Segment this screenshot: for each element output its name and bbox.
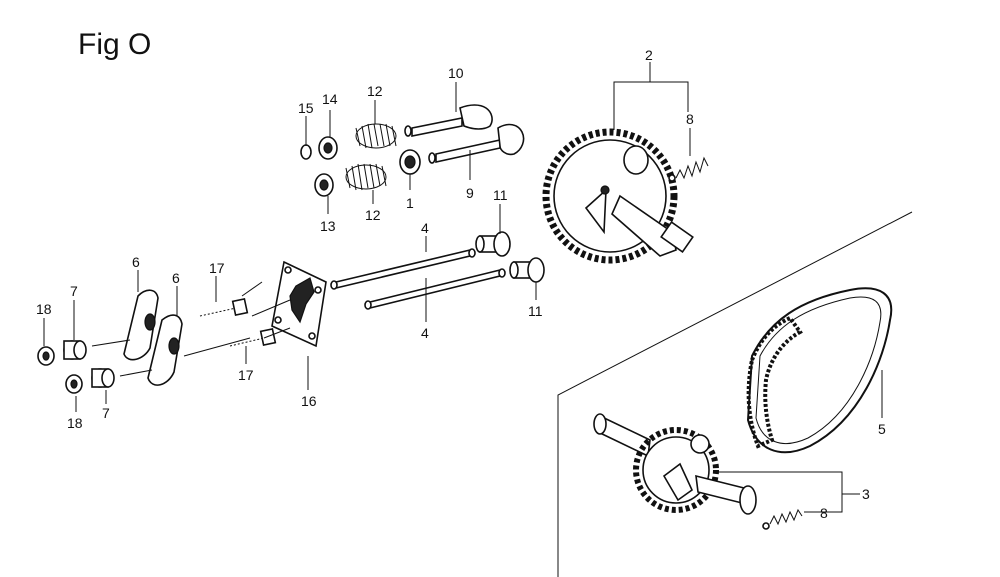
spring-retainer-14 [318,136,338,160]
callout-4-upper: 4 [421,220,429,236]
callout-10: 10 [448,65,464,81]
callout-4-lower: 4 [421,325,429,341]
rocker-arm-upper [123,289,159,361]
cam-chain [746,287,893,454]
valve-spring-lower [345,163,387,191]
camshaft-gear [542,128,694,264]
callout-17-lower: 17 [238,367,254,383]
callout-16: 16 [301,393,317,409]
callout-5: 5 [878,421,886,437]
nut-upper [37,346,55,366]
decompressor-spring-upper [668,156,709,182]
figure-title: Fig O [78,28,152,61]
decompressor-spring-lower [762,508,803,530]
callout-6-lower: 6 [172,270,180,286]
spring-retainer-13 [314,173,334,197]
callout-7-lower: 7 [102,405,110,421]
callout-13: 13 [320,218,336,234]
valve-spring-upper [355,123,397,149]
rocker-pivot-upper [63,340,87,360]
callout-12-lower: 12 [365,207,381,223]
nut-lower [65,374,83,394]
push-rod-upper [330,248,476,290]
rocker-pivot-lower [91,368,115,388]
callout-12-upper: 12 [367,83,383,99]
crankshaft-sprocket [593,413,757,515]
bolt-upper [199,297,249,317]
bolt-lower [229,327,277,347]
callout-3: 3 [862,486,870,502]
valve-keeper-15 [300,144,312,160]
callout-11-upper: 11 [493,187,508,203]
callout-labels: 15 14 12 10 2 8 13 12 1 9 11 4 6 6 17 18… [36,47,886,521]
tappet-upper [475,231,511,257]
callout-11-lower: 11 [528,303,543,319]
callout-2: 2 [645,47,653,63]
valve-rotator-1 [399,149,421,175]
callout-9: 9 [466,185,474,201]
callout-6-upper: 6 [132,254,140,270]
push-rod-lower [364,268,506,310]
callout-8-lower: 8 [820,505,828,521]
valve-lower [428,123,525,164]
callout-18-upper: 18 [36,301,52,317]
callout-17-upper: 17 [209,260,225,276]
leader-lines [43,62,883,513]
tappet-lower [509,257,545,283]
valve-upper [404,104,493,137]
rocker-arm-lower [147,314,183,386]
callout-14: 14 [322,91,338,107]
callout-1: 1 [406,195,414,211]
rocker-arm-shaft-holder [271,260,327,348]
callout-7-upper: 7 [70,283,78,299]
callout-15: 15 [298,100,314,116]
inset-panel [557,211,913,577]
callout-18-lower: 18 [67,415,83,431]
callout-8-upper: 8 [686,111,694,127]
